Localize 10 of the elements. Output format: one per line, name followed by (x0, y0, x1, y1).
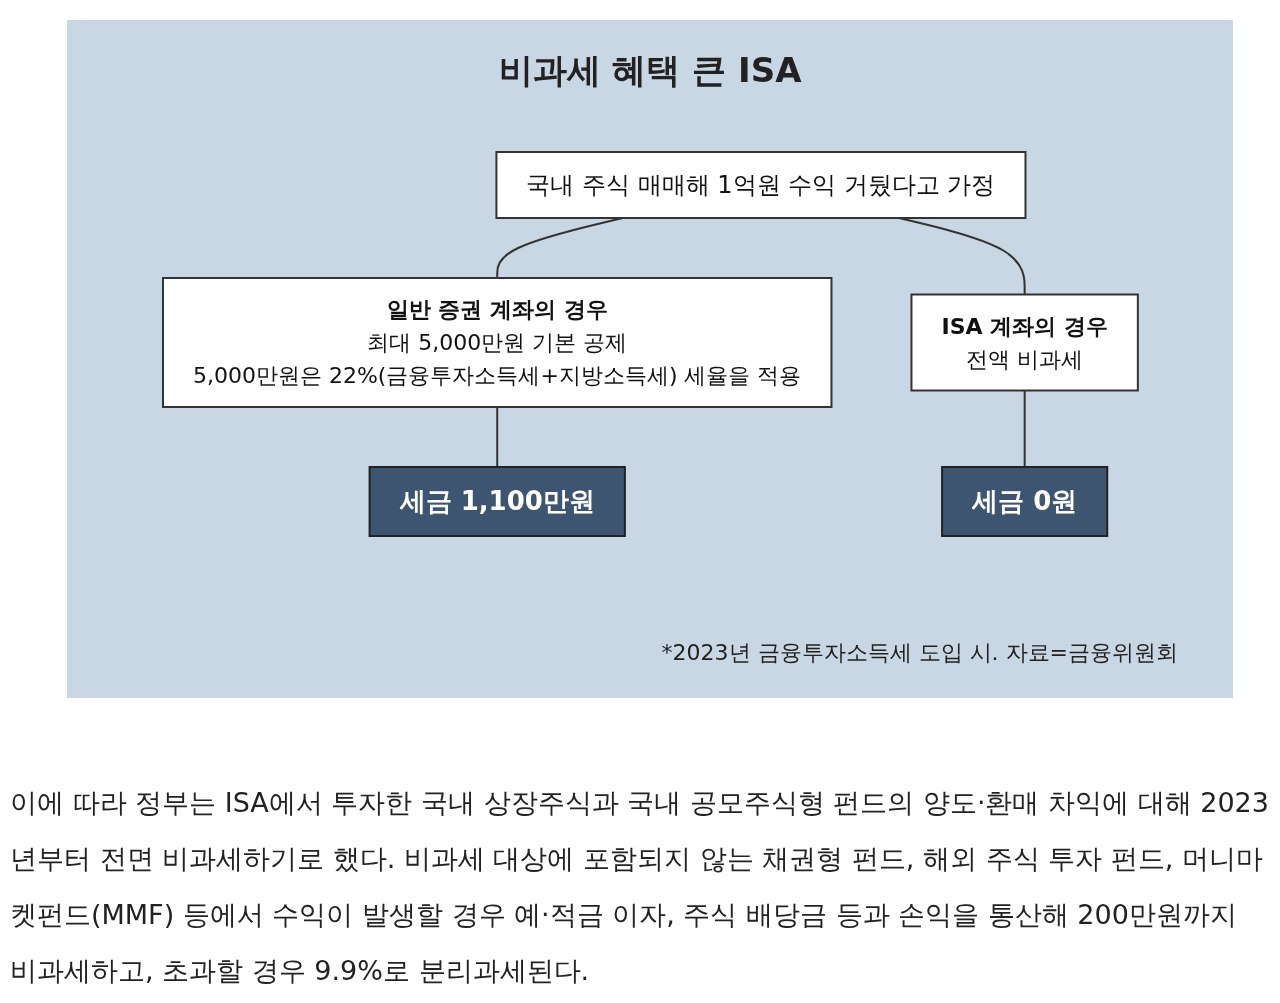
connector (1023, 389, 1026, 468)
source-note: *2023년 금융투자소득세 도입 시. 자료=금융위원회 (661, 639, 1178, 667)
diagram-title: 비과세 혜택 큰 ISA (497, 49, 803, 92)
node-box: 일반 증권 계좌의 경우 최대 5,000만원 기본 공제 5,000만원은 22%(금융투자소득세+지방소득세) 세율을 적용 (161, 277, 833, 408)
node-box: 세금 1,100만원 (368, 466, 626, 537)
caption-paragraph: 이에 따라 정부는 ISA에서 투자한 국내 상장주식과 국내 공모주식형 펀드의 양도·환매 차익에 대해 2023년부터 전면 비과세하기로 했다. 비과세 대상에 포함되지 않는 채권형 펀드, 해외 주식 투자 펀드, 머니마켓펀드(MMF) 등에서 수익이 발생할 경우 예·적금 이자, 주식 배당금 등과 손익을 통산해 200만원까지 비과세하고, 초과할 경우 9.9%로 분리과세된다. (10, 786, 1270, 988)
node-box: 세금 0원 (940, 466, 1108, 537)
node-box: 국내 주식 매매해 1억원 수익 거뒀다고 가정 (495, 151, 1027, 219)
connector (495, 406, 498, 468)
node-box: ISA 계좌의 경우 전액 비과세 (910, 293, 1139, 392)
